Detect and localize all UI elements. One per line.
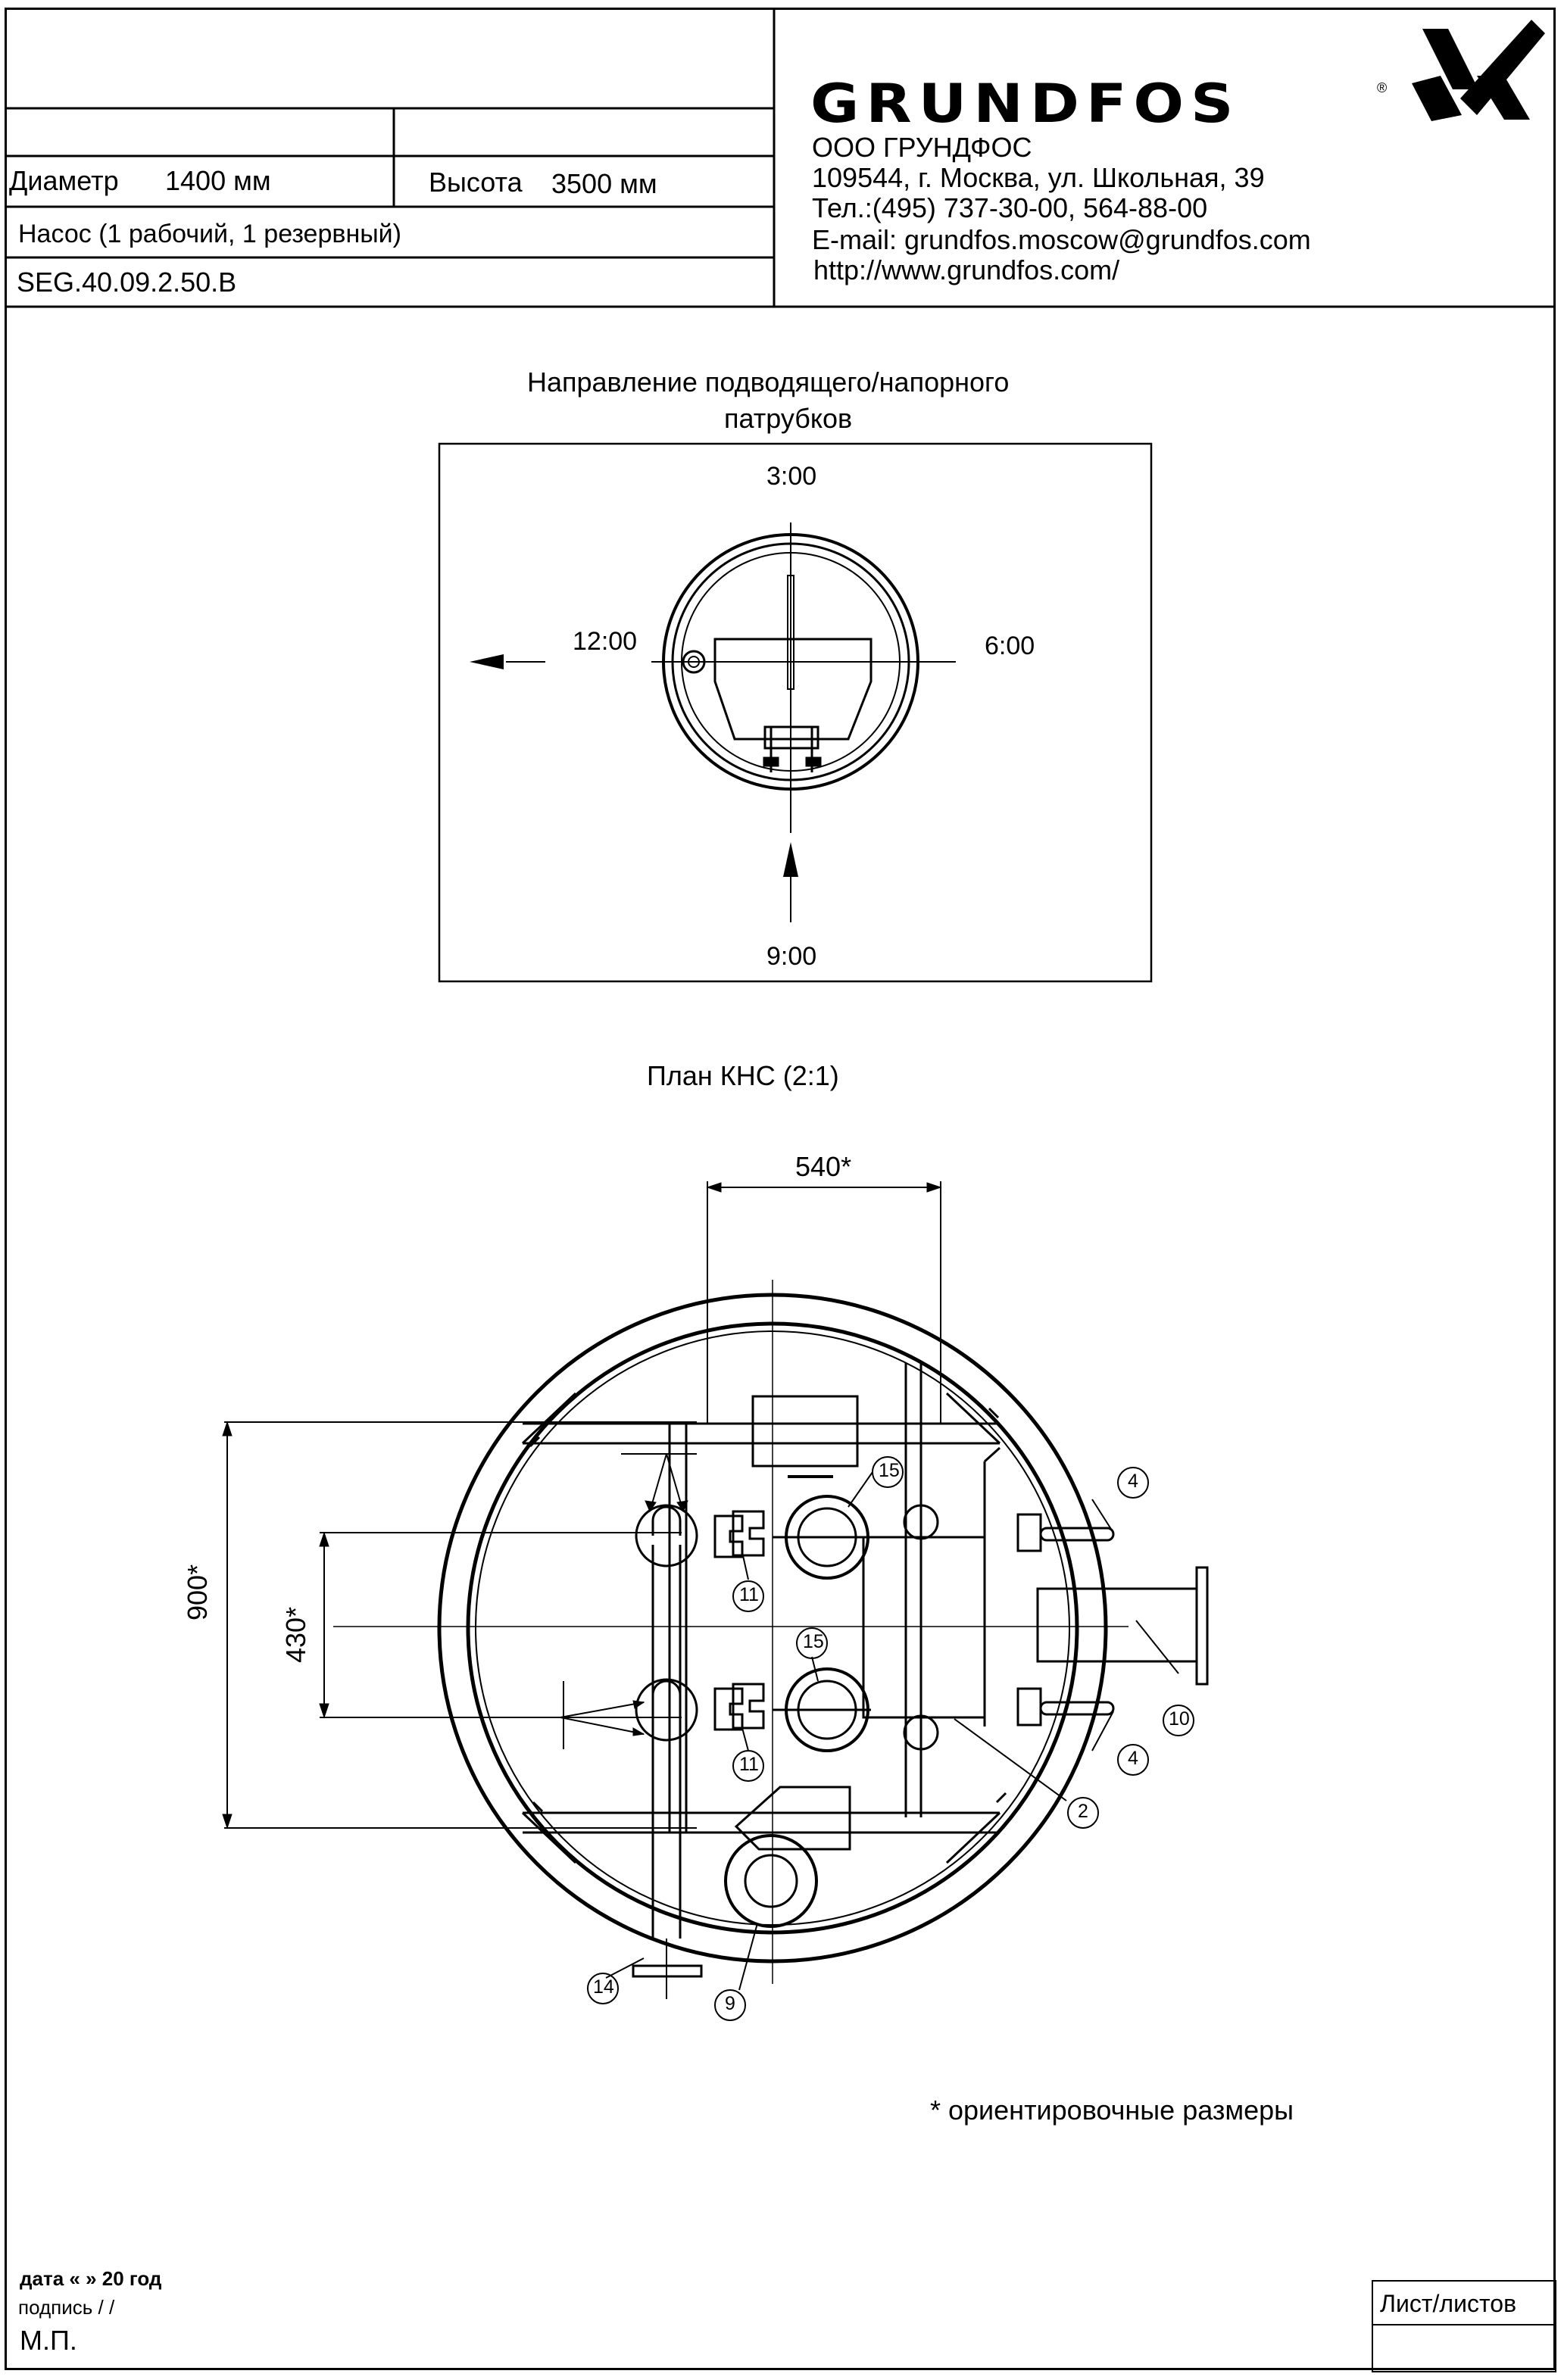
plan-title: План КНС (2:1) [647, 1060, 839, 1091]
model-code: SEG.40.09.2.50.B [17, 267, 237, 298]
label-3-00: 3:00 [766, 462, 817, 491]
company-website[interactable]: http://www.grundfos.com/ [813, 254, 1120, 285]
callout-10: 10 [1169, 1708, 1190, 1730]
company-phone: Тел.:(495) 737-30-00, 564-88-00 [812, 192, 1208, 223]
callout-4-top: 4 [1128, 1471, 1138, 1492]
callout-9: 9 [725, 1993, 735, 2014]
approx-dims-note: * ориентировочные размеры [930, 2095, 1294, 2126]
height-value: 3500 мм [551, 168, 657, 199]
label-9-00: 9:00 [766, 942, 817, 971]
direction-title-line2: патрубков [724, 403, 853, 434]
callout-2: 2 [1078, 1801, 1088, 1822]
signature-line: подпись / / [18, 2296, 115, 2319]
dim-540: 540* [795, 1151, 852, 1182]
pump-info: Насос (1 рабочий, 1 резервный) [18, 220, 401, 248]
diameter-label: Диаметр [9, 165, 119, 196]
company-address: 109544, г. Москва, ул. Школьная, 39 [812, 162, 1265, 193]
callout-14: 14 [593, 1976, 614, 1998]
company-name: ООО ГРУНДФОС [812, 132, 1032, 163]
direction-title-line1: Направление подводящего/напорного [527, 367, 1010, 398]
callout-15-top: 15 [879, 1460, 900, 1481]
dim-900: 900* [182, 1564, 213, 1620]
registered-mark: ® [1377, 80, 1388, 95]
stamp-label: М.П. [20, 2325, 77, 2356]
dim-430: 430* [280, 1606, 311, 1663]
label-6-00: 6:00 [985, 632, 1035, 660]
height-label: Высота [429, 167, 523, 198]
company-logo-text: GRUNDFOS [810, 73, 1241, 135]
label-12-00: 12:00 [573, 627, 638, 656]
company-email[interactable]: E-mail: grundfos.moscow@grundfos.com [812, 224, 1311, 255]
callout-15-bottom: 15 [803, 1631, 824, 1652]
drawing-frame [5, 8, 1556, 2370]
callout-11-bottom: 11 [739, 1754, 759, 1775]
sheet-label: Лист/листов [1380, 2290, 1517, 2317]
callout-11-top: 11 [739, 1584, 759, 1605]
diameter-value: 1400 мм [165, 165, 271, 196]
date-line: дата « » 20 год [20, 2267, 162, 2290]
callout-4-bottom: 4 [1128, 1748, 1138, 1769]
